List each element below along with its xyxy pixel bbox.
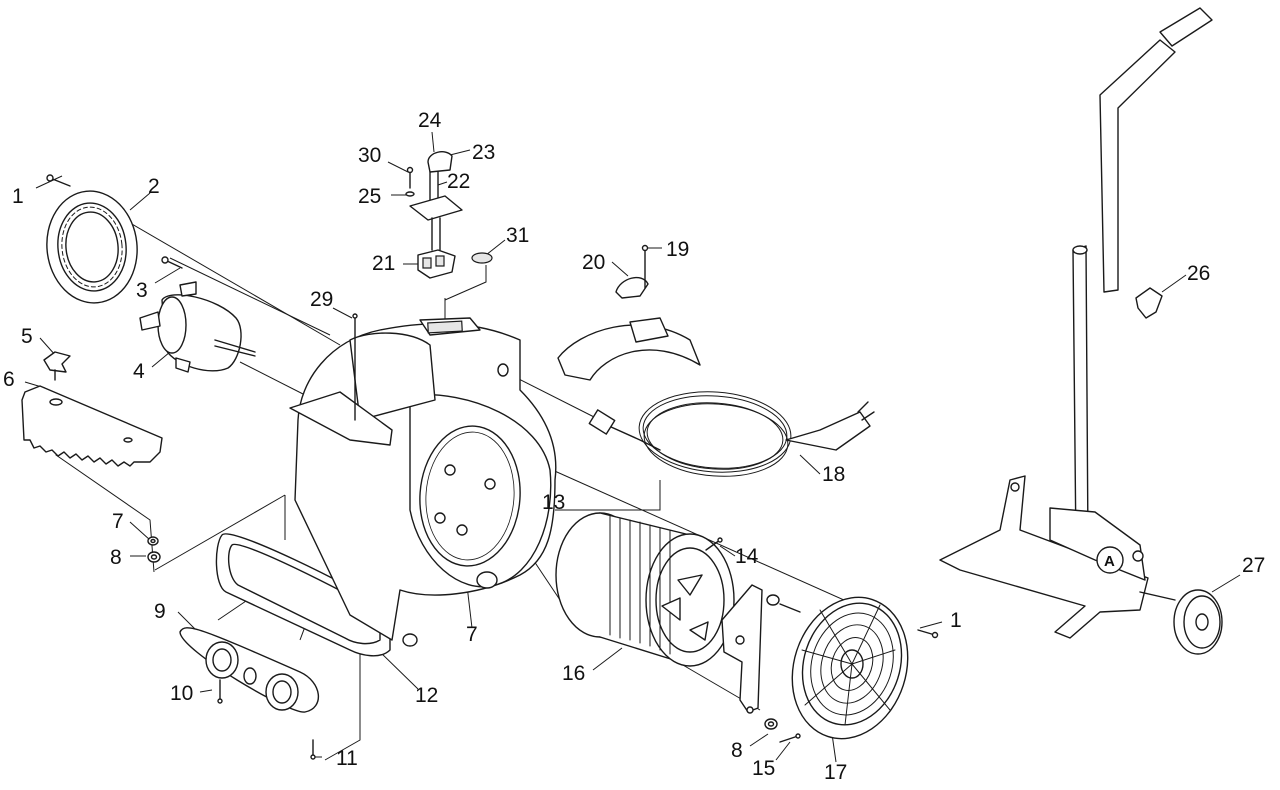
label-part-11: 11: [336, 747, 358, 770]
label-part-13: 13: [542, 491, 565, 514]
part-labels: 1 2 3 4 5 6 7 8 9 10 11 12 13 7 14 1 16 …: [3, 109, 1265, 784]
screw-icon: [917, 629, 939, 639]
washer-icon: [764, 718, 778, 730]
screw-icon: [705, 537, 723, 551]
label-part-7-right: 7: [466, 623, 478, 646]
label-part-9: 9: [154, 600, 166, 623]
label-part-31: 31: [506, 224, 529, 247]
detail-marker-a: A: [1104, 553, 1115, 570]
label-part-17: 17: [824, 761, 847, 784]
label-part-16: 16: [562, 662, 585, 685]
label-part-27: 27: [1242, 554, 1265, 577]
screw-icon: [217, 679, 223, 704]
label-part-15: 15: [752, 757, 775, 780]
knob-icon: [43, 351, 71, 381]
label-part-29: 29: [310, 288, 333, 311]
label-part-7: 7: [112, 510, 124, 533]
blower-housing: [215, 317, 557, 657]
screw-icon: [46, 174, 71, 187]
label-part-18: 18: [822, 463, 845, 486]
knob-icon: [1135, 287, 1163, 319]
motor: [139, 281, 256, 373]
toothed-bracket: [21, 385, 163, 467]
screw-icon: [352, 313, 358, 421]
screw-icon: [779, 733, 801, 743]
label-part-19: 19: [666, 238, 689, 261]
label-part-3: 3: [136, 279, 148, 302]
screw-icon: [161, 256, 183, 269]
label-part-25: 25: [358, 185, 381, 208]
label-part-14: 14: [735, 545, 759, 568]
washer-icon: [147, 551, 161, 563]
inlet-ring: [46, 190, 138, 304]
label-part-2: 2: [148, 175, 160, 198]
cap-icon: [471, 252, 493, 264]
power-cord: [588, 391, 875, 477]
label-part-23: 23: [472, 141, 495, 164]
label-part-4: 4: [133, 360, 145, 383]
washer-icon: [147, 536, 159, 546]
label-part-8: 8: [110, 546, 122, 569]
label-part-20: 20: [582, 251, 605, 274]
washer-icon: [766, 594, 801, 613]
label-part-1-right: 1: [950, 609, 962, 632]
plug-connector: [615, 244, 649, 299]
label-part-5: 5: [21, 325, 33, 348]
trolley-frame: A: [939, 7, 1213, 639]
impeller-wheel: [555, 512, 735, 667]
mounting-bracket: [721, 584, 763, 714]
label-part-21: 21: [372, 252, 395, 275]
label-part-12: 12: [415, 684, 438, 707]
outlet-grill: [791, 596, 909, 740]
label-part-30: 30: [358, 144, 381, 167]
label-part-24: 24: [418, 109, 442, 132]
bottom-rail: [179, 627, 320, 713]
label-part-8-right: 8: [731, 739, 743, 762]
label-part-10: 10: [170, 682, 193, 705]
label-part-22: 22: [447, 170, 470, 193]
cord-cover: [557, 317, 701, 381]
switch-assembly: [405, 151, 463, 279]
wheel: [1173, 589, 1223, 655]
label-part-26: 26: [1187, 262, 1210, 285]
label-part-1: 1: [12, 185, 24, 208]
screw-icon: [310, 739, 316, 760]
label-part-6: 6: [3, 368, 15, 391]
